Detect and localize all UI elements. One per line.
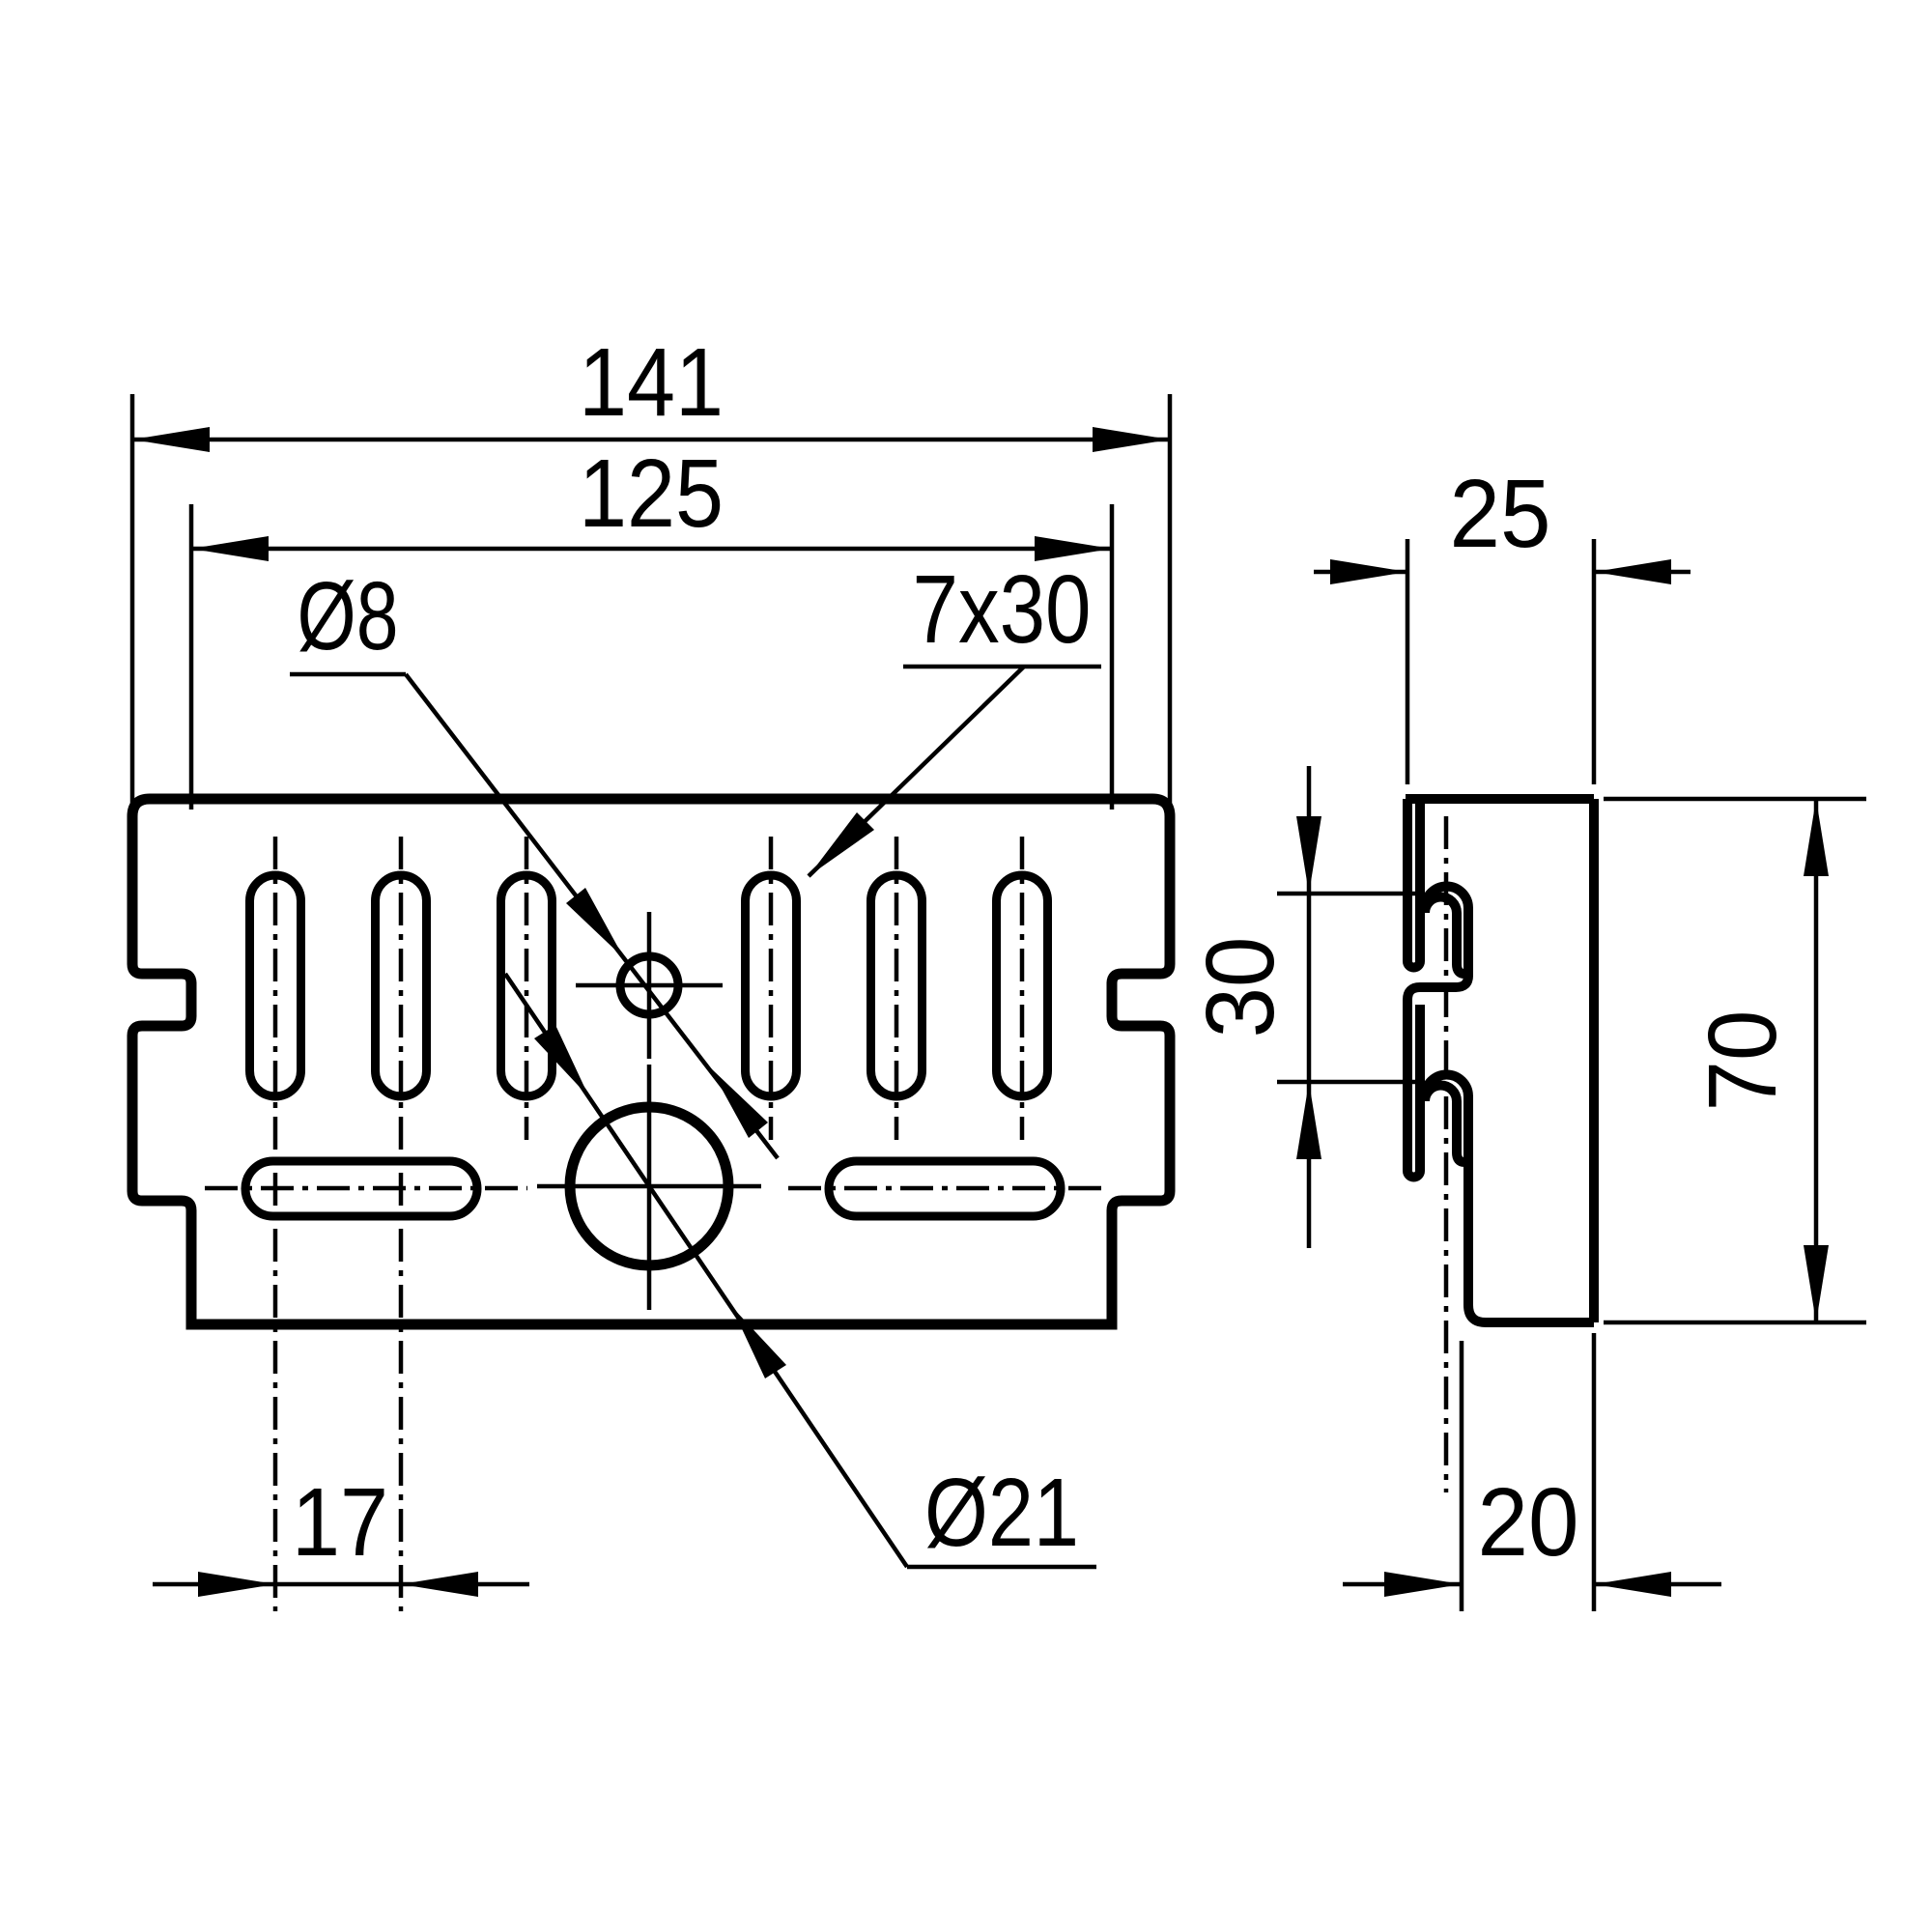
slot-2 [371,870,431,1101]
vertical-slots [245,870,1052,1101]
dimension-depth-top: 25 [1314,460,1690,784]
dimension-slot-pitch: 17 [153,1468,529,1597]
dim-text-30: 30 [1186,937,1294,1038]
sideview-hook-lower-inner [1420,1080,1465,1167]
arrowhead-25-right [1594,559,1671,584]
leader-arrow-slot-size [809,812,874,876]
arrowhead-30-upper [1296,816,1321,894]
dim-text-70: 70 [1689,1010,1797,1112]
arrowhead-70-bottom [1804,1245,1829,1322]
dimension-inner-width: 125 [188,440,1115,810]
slot-1 [245,870,305,1101]
label-text-hole-large: Ø21 [924,1459,1079,1567]
side-view [1403,794,1599,1492]
plate-outline [127,793,1176,1330]
slot-6 [992,870,1052,1101]
dimension-overall-width: 141 [129,328,1173,810]
leader-arrow-hole-large-upper [534,1025,589,1097]
dim-text-25: 25 [1450,460,1551,568]
callout-hole-large: Ø21 [503,972,1096,1570]
dimension-depth-bottom: 20 [1343,1333,1721,1611]
callout-slot-size: 7x30 [807,555,1101,878]
arrowhead-17-right [401,1572,478,1597]
arrowhead-125-right [1035,536,1112,561]
leader-arrow-hole-small-lower [710,1067,768,1138]
slot-5 [867,870,926,1101]
arrowhead-70-top [1804,799,1829,876]
arrowhead-30-lower [1296,1082,1321,1159]
leader-arrow-hole-small-upper [566,888,624,958]
callout-hole-small: Ø8 [290,562,780,1160]
horizontal-slot-right [824,1156,1065,1221]
arrowhead-141-right [1093,427,1170,452]
dimension-tab-spacing: 30 [1186,766,1418,1248]
sideview-bottom-edge [1463,1096,1594,1327]
label-text-slot-size: 7x30 [913,555,1092,664]
sideview-lip-top [1403,799,1425,973]
dim-text-125: 125 [579,440,724,548]
leader-arrow-hole-large-lower [731,1306,786,1378]
horizontal-slot-left [241,1156,482,1221]
arrowhead-17-left [198,1572,275,1597]
dim-text-17: 17 [292,1468,388,1577]
arrowhead-20-left [1384,1572,1462,1597]
slot-4 [741,870,801,1101]
dimension-height: 70 [1604,796,1866,1325]
front-view [127,793,1176,1611]
arrowhead-125-left [191,536,269,561]
arrowhead-20-right [1594,1572,1671,1597]
arrowhead-25-left [1330,559,1407,584]
label-text-hole-small: Ø8 [298,562,399,670]
slot-centerlines [272,837,1025,1611]
dim-text-141: 141 [579,328,724,437]
dim-text-20: 20 [1478,1468,1579,1577]
arrowhead-141-left [132,427,210,452]
slot-3 [497,870,556,1101]
sideview-hook-upper-inner [1420,892,1465,979]
